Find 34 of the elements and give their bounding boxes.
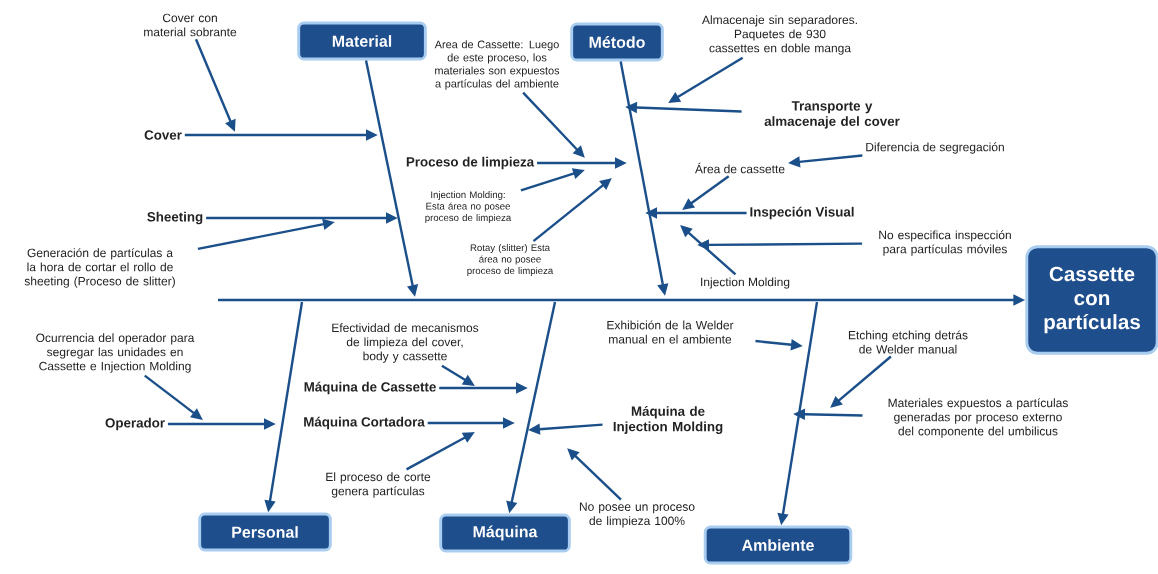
category-box: Personal — [198, 512, 332, 552]
cause-note: Area de Cassette: Luego de este proceso, los materiales son expuestos a partículas del ambiente — [434, 40, 560, 90]
cause-note: No posee un proceso de limpieza 100% — [579, 502, 695, 528]
cause-note: Almacenaje sin separadores. Paquetes de 930 cassettes en doble manga — [702, 15, 857, 55]
cause-note: Rotay (slitter) Esta área no posee proceso de limpieza — [467, 244, 554, 276]
cause-label: Máquina de Injection Molding — [613, 406, 723, 434]
cause-note: Cover con material sobrante — [144, 13, 237, 37]
cause-note: Materiales expuestos a partículas generadas por proceso externo del componente del umbilicus — [888, 398, 1068, 438]
cause-note: Ocurrencia del operador para segregar las unidades en Cassette e Injection Molding — [36, 333, 195, 373]
cause-note: Injection Molding: Esta área no posee proceso de limpieza — [425, 191, 512, 223]
cause-note: Efectividad de mecanismos de limpieza del cover, body y cassette — [332, 323, 479, 363]
cause-note: Injection Molding — [701, 277, 790, 289]
effect-box: Cassette con partículas — [1025, 245, 1158, 355]
arrow — [567, 448, 622, 501]
cause-label: Transporte y almacenaje del cover — [764, 101, 900, 129]
cause-note: Área de cassette — [695, 162, 785, 174]
cause-label: Cover — [144, 130, 182, 140]
category-box: Método — [570, 22, 664, 62]
cause-label: Sheeting — [147, 211, 203, 225]
cause-note: Diferencia de segregación — [866, 142, 1004, 154]
cause-label: Inspeción Visual — [750, 206, 854, 220]
category-box: Máquina — [439, 513, 571, 553]
cause-note: El proceso de corte genera partículas — [326, 472, 431, 498]
cause-label: Proceso de limpieza — [406, 156, 535, 170]
cause-note: Etching etching detrás de Welder manual — [848, 330, 968, 354]
cause-note: Generación de partículas a la hora de cortar el rollo de sheeting (Proceso de slitter) — [24, 248, 175, 288]
cause-note: Exhibición de la Welder manual en el ambiente — [607, 320, 734, 344]
cause-note: No especifica inspección para partículas móviles — [879, 230, 1011, 256]
cause-label: Operador — [105, 417, 165, 431]
cause-label: Máquina de Cassette — [304, 381, 436, 395]
category-box: Ambiente — [703, 525, 853, 565]
cause-label: Máquina Cortadora — [304, 416, 425, 430]
category-box: Material — [297, 21, 427, 61]
arrow — [522, 91, 585, 158]
